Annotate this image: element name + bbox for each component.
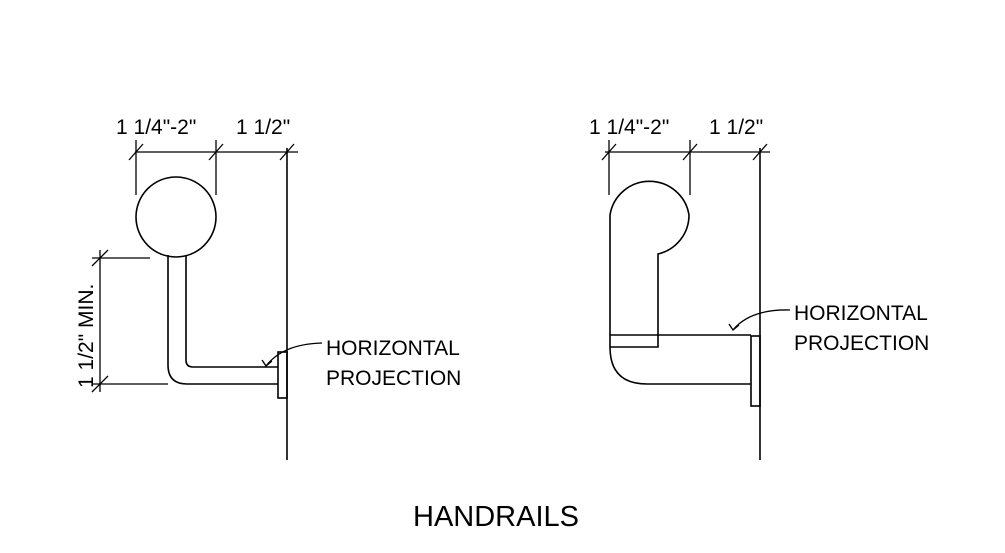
left-leader-line — [265, 342, 323, 367]
left-bracket-arm-inner — [185, 255, 278, 368]
right-leader-arrow — [728, 323, 740, 331]
left-top-tick-3 — [279, 143, 295, 161]
left-label-line1: HORIZONTAL — [326, 337, 460, 360]
right-top-tick-2 — [682, 143, 698, 161]
left-dim-clearance: 1 1/2" — [236, 116, 290, 139]
left-vert-tick-top — [91, 249, 109, 267]
left-handrail-circle — [135, 176, 217, 258]
left-handrail-detail: 1 1/4"-2" 1 1/2" 1 1/2" MIN. HORIZONTAL … — [75, 116, 461, 460]
left-wall-plate — [277, 351, 288, 399]
right-label-line2: PROJECTION — [794, 332, 929, 355]
right-handrail-profile — [609, 215, 751, 385]
left-dim-width: 1 1/4"-2" — [116, 116, 196, 139]
right-top-tick-3 — [752, 143, 768, 161]
right-top-tick-1 — [601, 143, 617, 161]
diagram-title: HANDRAILS — [413, 501, 579, 533]
right-handrail-detail: 1 1/4"-2" 1 1/2" HORIZONTAL PROJECTION — [589, 116, 929, 460]
right-dim-clearance: 1 1/2" — [709, 116, 763, 139]
left-dim-vertical: 1 1/2" MIN. — [75, 284, 98, 388]
right-handrail-top — [609, 180, 690, 348]
left-bracket-arm — [167, 255, 278, 385]
left-leader-arrow — [261, 359, 273, 367]
right-label-line1: HORIZONTAL — [794, 302, 928, 325]
right-dim-width: 1 1/4"-2" — [589, 116, 669, 139]
left-top-tick-2 — [208, 143, 224, 161]
left-top-tick-1 — [128, 143, 144, 161]
left-vert-tick-bottom — [91, 375, 109, 393]
right-wall-plate — [750, 335, 761, 407]
right-leader-line — [732, 309, 791, 331]
left-label-line2: PROJECTION — [326, 367, 461, 390]
